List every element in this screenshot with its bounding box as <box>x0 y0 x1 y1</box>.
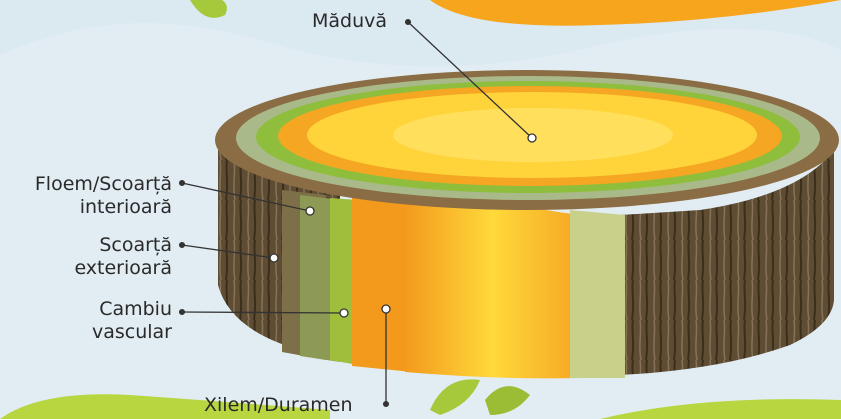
sapwood-layer <box>352 175 412 372</box>
label-floem: Floem/Scoarță interioară <box>2 173 172 219</box>
cut-right-edge <box>570 210 625 378</box>
label-maduva: Măduvă <box>312 10 387 33</box>
label-xilem: Xilem/Duramen <box>204 394 353 417</box>
label-scoarta: Scoarță exterioară <box>2 234 172 280</box>
orange-blob-top-right <box>430 0 841 26</box>
leaf-top-left-icon <box>190 0 227 18</box>
label-cambiu: Cambiu vascular <box>2 298 172 344</box>
